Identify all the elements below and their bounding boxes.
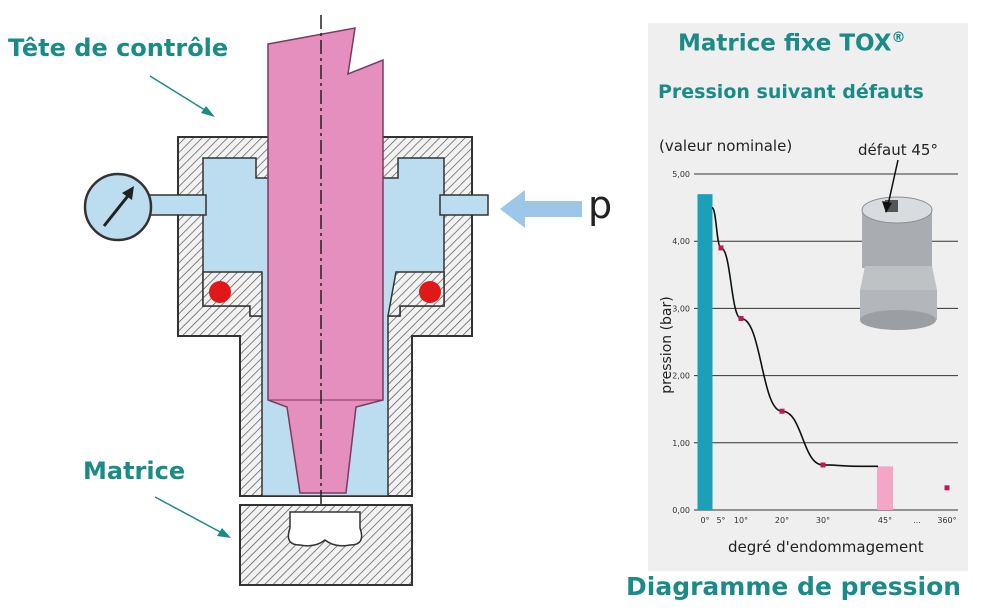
chart-bar <box>697 194 713 510</box>
x-tick-label: 360° <box>937 516 956 525</box>
x-tick-label: 30° <box>816 516 830 525</box>
chart-point <box>820 462 826 468</box>
gauge-needle-icon <box>102 191 133 227</box>
pressure-symbol: p <box>588 183 613 227</box>
pressure-curve <box>711 206 878 468</box>
chart-point <box>944 485 950 491</box>
control-head-label: Tête de contrôle <box>8 34 229 62</box>
y-tick-label: 4,00 <box>672 237 690 246</box>
panel-subtitle: Pression suivant défauts <box>658 81 924 103</box>
chart-x-axis-label: degré d'endommagement <box>728 538 924 556</box>
chart-y-axis-label: pression (bar) <box>659 296 675 393</box>
head-callout-line <box>149 75 209 113</box>
x-tick-label: 45° <box>878 516 892 525</box>
diagram-bottom-title: Diagramme de pression <box>626 572 962 601</box>
x-tick-label: 10° <box>734 516 748 525</box>
chart-point <box>718 245 724 251</box>
nominal-value-label: (valeur nominale) <box>659 137 793 155</box>
piston <box>267 27 384 494</box>
y-tick-label: 0,00 <box>672 506 690 515</box>
defect-pointer-line <box>887 159 899 206</box>
x-tick-label: 20° <box>775 516 789 525</box>
x-tick-label: 5° <box>716 516 725 525</box>
seal-right <box>419 281 441 303</box>
matrix-callout-line <box>154 496 225 535</box>
y-tick-label: 2,00 <box>672 372 690 381</box>
chart-point <box>738 315 744 321</box>
y-tick-label: 3,00 <box>672 304 690 313</box>
die-block <box>239 504 413 586</box>
defect-die-photo <box>860 196 937 330</box>
chart-point <box>779 408 785 414</box>
die-label: Matrice <box>83 457 186 485</box>
chart-bar <box>877 466 893 510</box>
defect-label: défaut 45° <box>858 141 938 159</box>
x-tick-label: ... <box>913 516 921 525</box>
y-tick-label: 5,00 <box>672 170 690 179</box>
y-tick-label: 1,00 <box>672 439 690 448</box>
x-tick-label: 0° <box>700 516 709 525</box>
seal-left <box>209 281 231 303</box>
registered-mark: ® <box>891 30 906 46</box>
pressure-arrow-icon <box>500 190 582 228</box>
panel-title: Matrice fixe TOX® <box>678 30 906 57</box>
inlet-pipe <box>439 194 489 216</box>
